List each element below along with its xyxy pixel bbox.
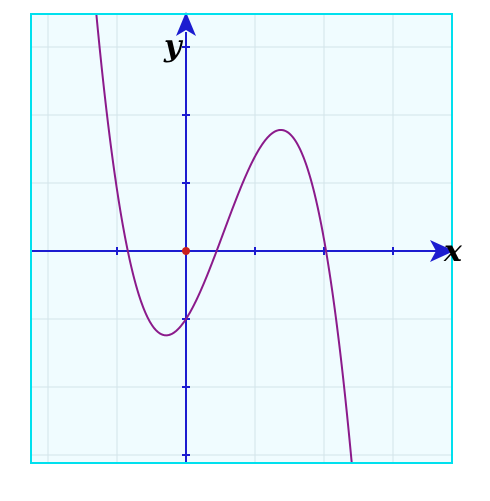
x-axis-label: x [443, 234, 463, 269]
x-axis-arrowhead [430, 240, 454, 262]
plot-background [31, 14, 452, 463]
grid-lines [31, 14, 452, 463]
curve-layer [95, 13, 353, 463]
origin-point [182, 247, 190, 255]
y-axis-arrowhead [176, 12, 196, 36]
plot-frame [30, 13, 453, 464]
function-curve [95, 13, 353, 463]
y-axis-label: y [163, 29, 184, 64]
marks [182, 247, 190, 255]
